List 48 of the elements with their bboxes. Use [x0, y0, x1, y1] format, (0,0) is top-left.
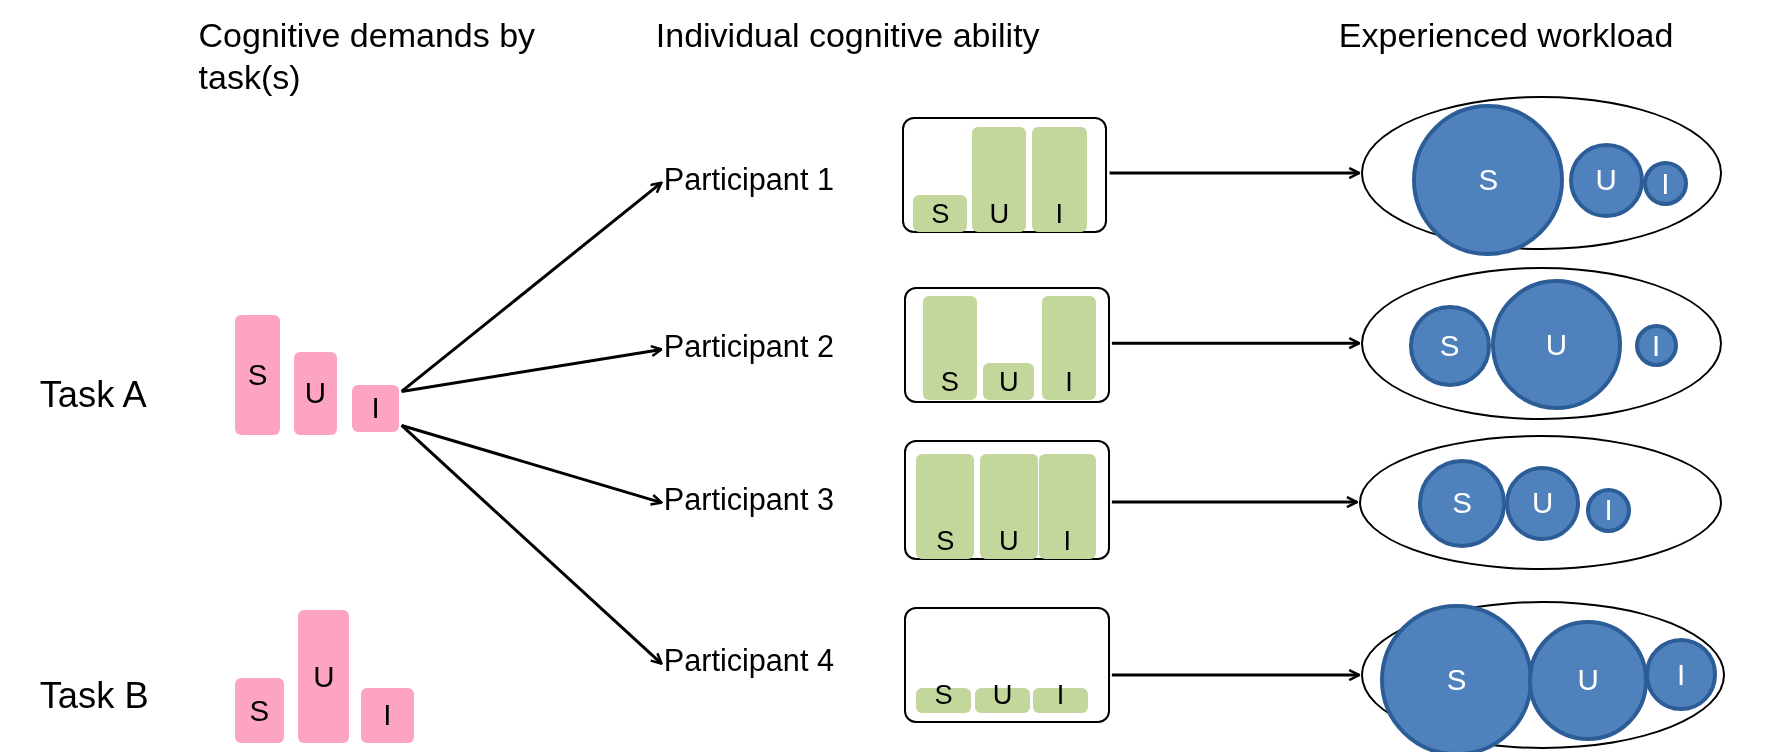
- ability-bar: I: [1038, 453, 1096, 560]
- workload-circle: I: [1644, 638, 1718, 712]
- workload-circle: I: [1634, 324, 1678, 368]
- ability-bar: U: [983, 362, 1035, 401]
- column-heading: Individual cognitive ability: [655, 14, 1040, 56]
- arrow: [400, 424, 663, 665]
- demand-bar: I: [360, 687, 415, 744]
- ability-panel: [904, 440, 1110, 561]
- participant-label: Participant 3: [663, 482, 885, 524]
- arrow: [1111, 495, 1359, 509]
- ability-bar: U: [972, 126, 1027, 233]
- participant-label: Participant 4: [663, 643, 885, 685]
- workload-circle: U: [1505, 466, 1581, 541]
- workload-circle: S: [1417, 459, 1507, 548]
- arrow: [401, 424, 663, 506]
- demand-bar: S: [234, 678, 284, 744]
- participant-label: Participant 2: [663, 329, 885, 370]
- arrow: [1111, 336, 1361, 350]
- arrow: [1111, 668, 1361, 682]
- workload-circle: U: [1527, 620, 1649, 741]
- ability-panel: [901, 116, 1108, 233]
- ability-bar: S: [916, 453, 975, 560]
- ability-panel: [904, 607, 1110, 723]
- task-label: Task B: [39, 673, 149, 718]
- task-label: Task A: [39, 373, 147, 418]
- ability-bar: S: [923, 295, 977, 401]
- workload-circle: I: [1585, 487, 1632, 533]
- demand-bar: U: [298, 610, 350, 744]
- demand-bar: U: [293, 351, 337, 435]
- workload-circle: S: [1380, 604, 1533, 752]
- workload-circle: S: [1412, 104, 1565, 257]
- demand-bar: I: [351, 384, 400, 433]
- arrow: [1109, 166, 1361, 180]
- workload-circle: U: [1490, 278, 1623, 411]
- arrow: [400, 181, 663, 393]
- workload-circle: U: [1568, 142, 1644, 218]
- ability-bar: I: [1032, 126, 1087, 233]
- workload-circle: I: [1642, 160, 1688, 207]
- column-heading: Cognitive demands by task(s): [198, 14, 537, 99]
- arrow: [401, 344, 663, 393]
- ability-panel: [904, 287, 1110, 403]
- demand-bar: S: [234, 315, 281, 435]
- workload-circle: S: [1408, 304, 1491, 387]
- ability-bar: S: [913, 194, 968, 233]
- participant-label: Participant 1: [663, 162, 885, 204]
- column-heading: Experienced workload: [1338, 14, 1674, 56]
- ability-bar: I: [1042, 295, 1096, 401]
- ability-bar: U: [979, 453, 1038, 560]
